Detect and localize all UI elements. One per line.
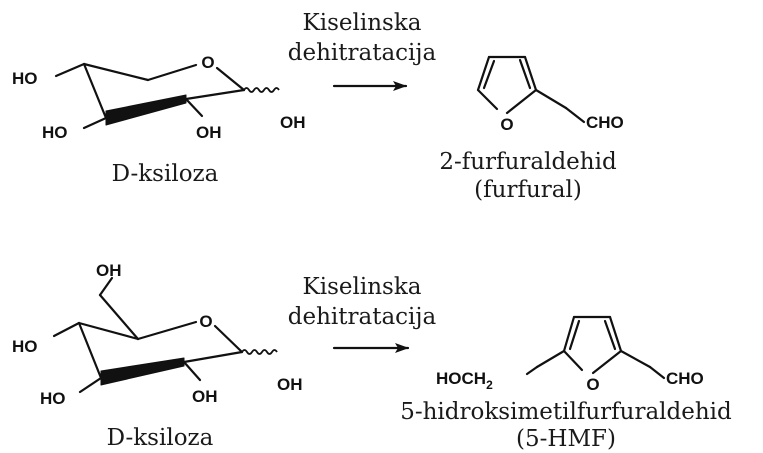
reactant-2-name: D-ksiloza — [107, 425, 214, 451]
bond — [564, 106, 586, 124]
bond — [591, 349, 623, 375]
bond — [619, 349, 652, 369]
bond — [534, 88, 568, 110]
bond — [98, 276, 114, 297]
hydroxyl-label: OH — [280, 113, 306, 132]
hydroxyl-label: HO — [12, 69, 38, 88]
bond — [184, 97, 204, 118]
bond — [146, 63, 198, 82]
bond — [82, 62, 150, 82]
reaction-1: O HO HO OH OH D-ksiloza Kiselinska dehit… — [12, 10, 624, 203]
bond — [562, 315, 576, 353]
reaction-2-condition-line-1: Kiselinska — [303, 274, 422, 300]
bond — [98, 293, 140, 341]
bond — [184, 88, 246, 101]
hydroxyl-label: OH — [196, 123, 222, 142]
hydroxyl-label: OH — [192, 387, 218, 406]
bond — [215, 66, 246, 92]
bond — [608, 315, 623, 353]
reactant-1-name: D-ksiloza — [112, 161, 219, 187]
aldehyde-group-label: CHO — [586, 113, 624, 132]
bond — [518, 58, 532, 90]
bond — [476, 88, 499, 111]
product-2-alt-name: (5-HMF) — [516, 426, 616, 452]
ring-oxygen-label: O — [201, 53, 214, 72]
product-1-alt-name: (furfural) — [474, 177, 582, 203]
hydroxymethyl-group-main: HOCH — [436, 369, 486, 388]
bond — [77, 321, 103, 380]
bond-wavy — [243, 87, 280, 93]
hydroxyl-label: HO — [12, 337, 38, 356]
bond — [648, 365, 666, 380]
hydroxymethyl-group-label: HOCH2 — [436, 369, 493, 392]
furan-oxygen-label: O — [586, 375, 599, 394]
reaction-2-condition-line-2: dehitratacija — [288, 304, 437, 330]
hydroxymethyl-group-subscript: 2 — [486, 378, 493, 392]
bond-wavy — [241, 349, 278, 355]
bond — [535, 349, 566, 369]
product-2-structure: O HOCH2 CHO — [436, 315, 704, 394]
bond — [136, 320, 198, 341]
bond — [82, 116, 108, 130]
furan-oxygen-label: O — [500, 115, 513, 134]
bond — [78, 376, 103, 394]
product-1-name: 2-furfuraldehid — [439, 149, 617, 175]
bond — [476, 55, 491, 92]
bond-wedge — [105, 94, 187, 126]
bond — [525, 365, 539, 376]
bond — [182, 360, 202, 382]
bond — [52, 321, 81, 338]
reaction-1-condition-line-1: Kiselinska — [303, 10, 422, 36]
reaction-1-condition-line-2: dehitratacija — [288, 40, 437, 66]
bond — [562, 349, 584, 372]
bond — [523, 55, 538, 92]
bond — [54, 62, 86, 78]
product-2-name: 5-hidroksimetilfurfuraldehid — [400, 399, 732, 425]
ring-oxygen-label: O — [199, 312, 212, 331]
hydroxyl-label: HO — [40, 389, 66, 408]
bond — [77, 321, 140, 341]
bond — [505, 88, 538, 115]
hydroxyl-label: OH — [277, 375, 303, 394]
reactant-2-structure: O OH HO HO OH OH — [12, 261, 303, 408]
bond — [482, 59, 496, 90]
bond — [182, 350, 244, 364]
aldehyde-group-label: CHO — [666, 369, 704, 388]
bond — [603, 319, 617, 351]
bond — [568, 319, 581, 351]
bond-wedge — [100, 357, 185, 386]
reaction-2: O OH HO HO OH OH D-ksiloza Kiselinska de… — [12, 261, 732, 452]
bond — [82, 62, 108, 120]
product-1-structure: O CHO — [476, 55, 624, 134]
hydroxyl-label: OH — [96, 261, 122, 280]
hydroxyl-label: HO — [42, 123, 68, 142]
bond — [213, 324, 244, 354]
reactant-1-structure: O HO HO OH OH — [12, 53, 306, 142]
